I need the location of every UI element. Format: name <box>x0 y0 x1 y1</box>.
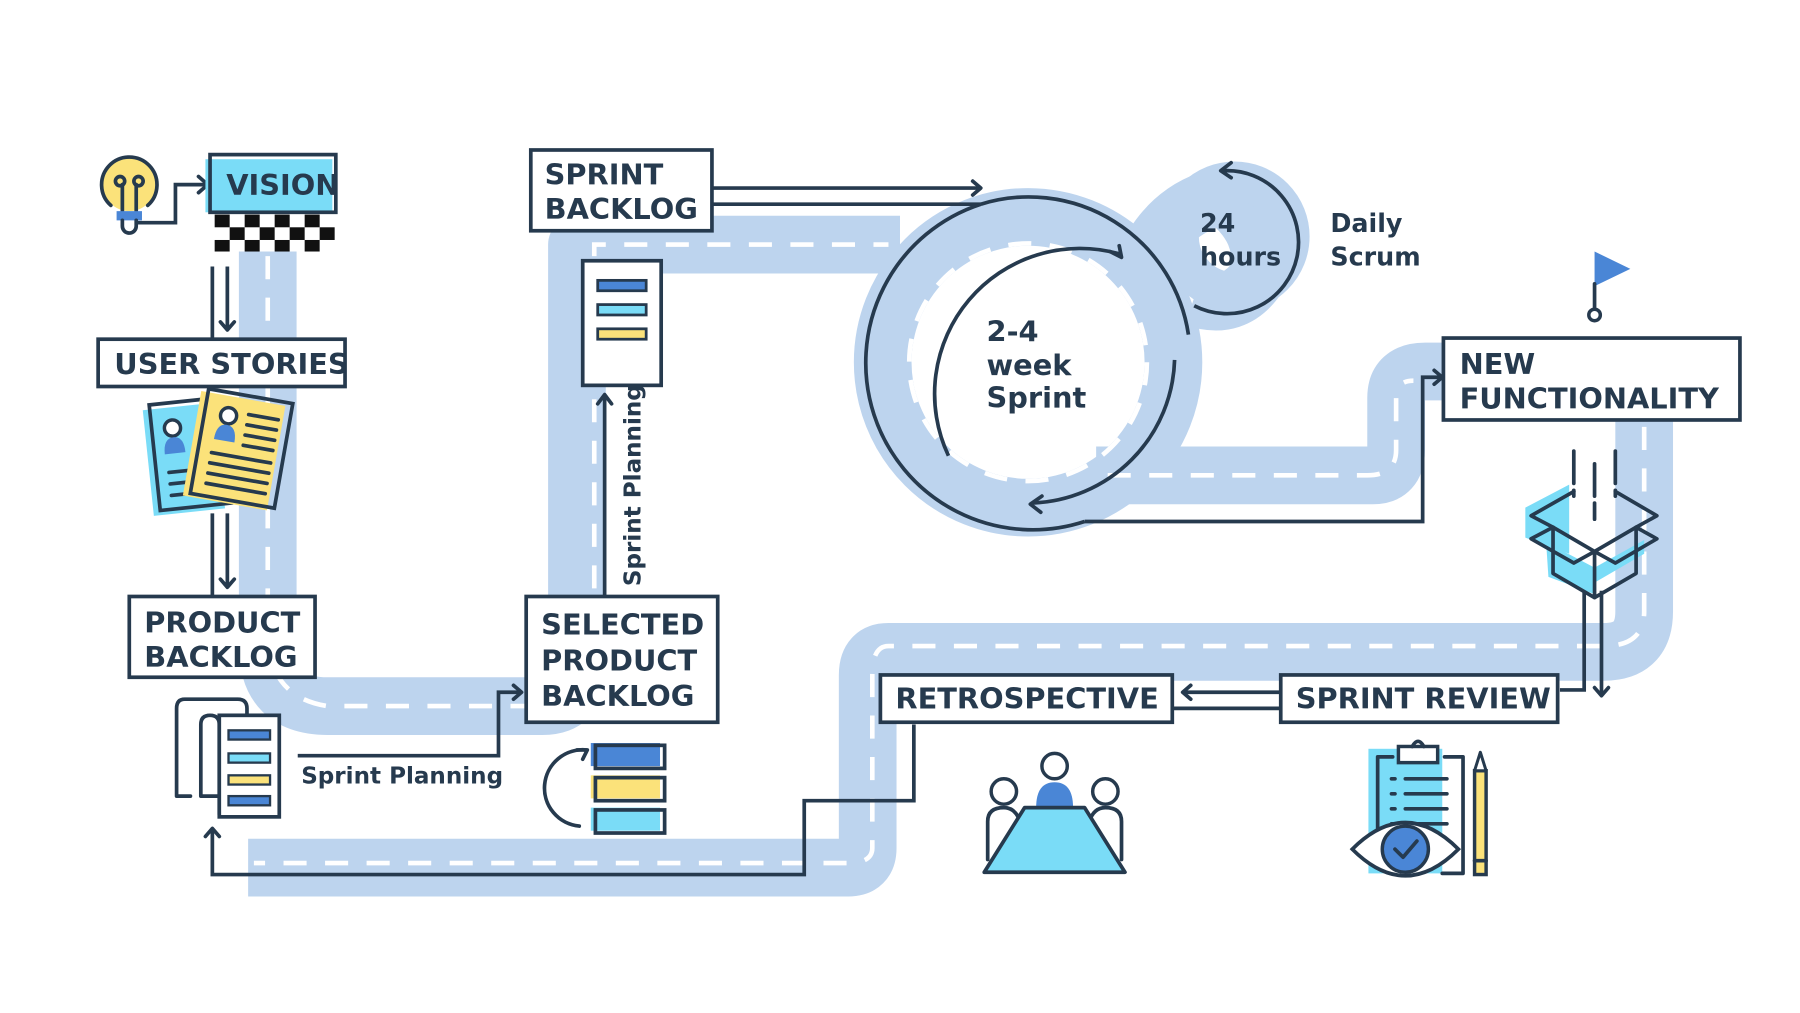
daily-scrum-label: Daily Scrum <box>1330 208 1420 271</box>
node-vision: VISION <box>205 152 339 215</box>
retrospective-label: RETROSPECTIVE <box>895 681 1158 715</box>
daily-cycle-line-2: hours <box>1200 241 1281 271</box>
node-product-backlog: PRODUCT BACKLOG <box>127 594 317 680</box>
sprint-review-label: SPRINT REVIEW <box>1296 681 1551 715</box>
daily-cycle-line-1: 24 <box>1200 208 1235 238</box>
daily-scrum-line-2: Scrum <box>1330 241 1420 271</box>
product-backlog-label-1: PRODUCT <box>144 605 300 639</box>
user-story-cards-icon <box>142 386 295 516</box>
open-box-icon <box>1525 449 1659 600</box>
selected-backlog-label-3: BACKLOG <box>541 679 694 713</box>
new-functionality-label-1: NEW <box>1460 347 1536 381</box>
backlog-scroll-icon <box>174 697 282 819</box>
sprint-cycle-label: 2-4 week Sprint <box>987 315 1087 415</box>
reorder-stack-icon <box>542 743 667 835</box>
meeting-table-icon <box>982 751 1127 875</box>
sprint-cycle-line-3: Sprint <box>987 380 1087 414</box>
checkered-flag-icon <box>214 214 335 252</box>
new-functionality-label-2: FUNCTIONALITY <box>1460 381 1720 415</box>
lightbulb-icon <box>99 155 159 235</box>
sprint-cycle-line-1: 2-4 <box>987 315 1039 349</box>
node-user-stories: USER STORIES <box>96 337 349 389</box>
sprint-planning-vertical-label: Sprint Planning <box>620 384 646 586</box>
node-retrospective: RETROSPECTIVE <box>878 673 1175 725</box>
sprint-planning-label: Sprint Planning <box>301 763 503 789</box>
user-stories-label: USER STORIES <box>114 347 348 381</box>
sprint-backlog-label-2: BACKLOG <box>545 192 698 226</box>
selected-backlog-label-2: PRODUCT <box>541 643 697 677</box>
vision-label: VISION <box>226 168 339 202</box>
product-backlog-label-2: BACKLOG <box>144 640 297 674</box>
review-clipboard-icon <box>1349 739 1488 878</box>
sprint-cycle-line-2: week <box>987 348 1073 382</box>
daily-cycle-label: 24 hours <box>1200 208 1281 271</box>
daily-scrum-line-1: Daily <box>1330 208 1403 238</box>
node-sprint-backlog: SPRINT BACKLOG <box>528 148 714 233</box>
sprint-backlog-label-1: SPRINT <box>545 158 664 192</box>
sprint-backlog-doc-icon <box>580 258 664 388</box>
node-selected-product-backlog: SELECTED PRODUCT BACKLOG <box>524 594 720 725</box>
goal-flag-icon <box>1587 251 1631 323</box>
node-sprint-review: SPRINT REVIEW <box>1278 673 1560 725</box>
selected-backlog-label-1: SELECTED <box>541 608 704 642</box>
node-new-functionality: NEW FUNCTIONALITY <box>1441 336 1742 422</box>
